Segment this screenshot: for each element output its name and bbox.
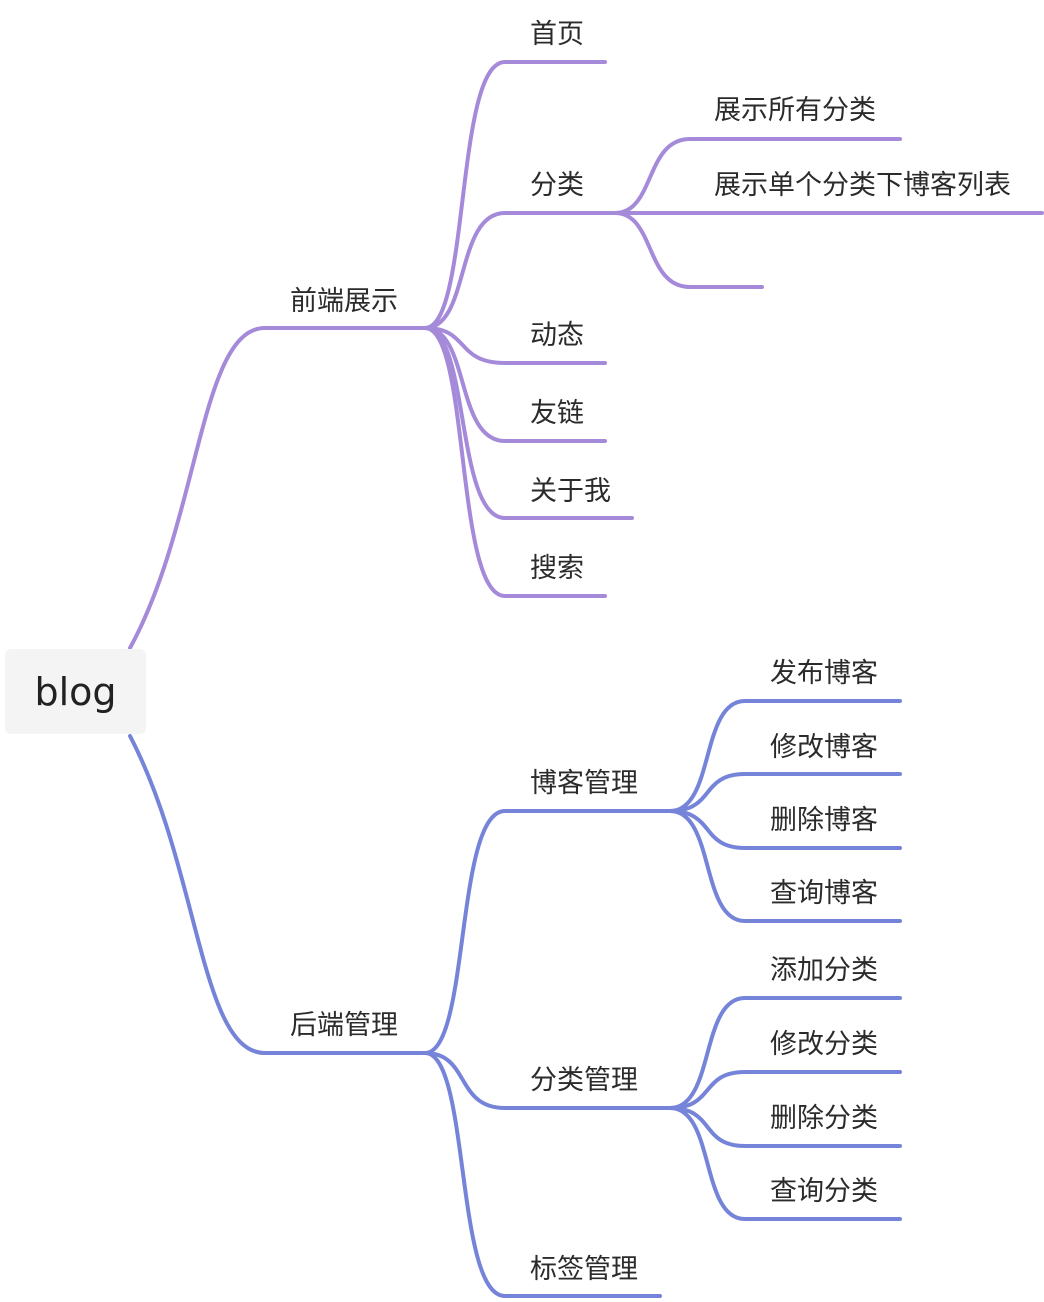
connector-publish-blog — [668, 699, 902, 813]
connector-show-all-categories — [613, 137, 902, 215]
connector-search — [423, 326, 607, 598]
connector-root-backend — [128, 734, 427, 1055]
node-category-mgmt[interactable]: 分类管理 — [530, 1065, 638, 1096]
node-tag-mgmt[interactable]: 标签管理 — [530, 1254, 638, 1285]
node-edit-category[interactable]: 修改分类 — [770, 1029, 878, 1060]
node-query-category[interactable]: 查询分类 — [770, 1176, 878, 1207]
node-add-category[interactable]: 添加分类 — [770, 955, 878, 986]
node-frontend[interactable]: 前端展示 — [290, 286, 398, 317]
connector-home — [423, 60, 607, 330]
node-search[interactable]: 搜索 — [530, 553, 584, 584]
connector-add-category — [668, 996, 902, 1110]
connector-query-category — [668, 1106, 902, 1221]
node-delete-category[interactable]: 删除分类 — [770, 1103, 878, 1134]
node-edit-blog[interactable]: 修改博客 — [770, 732, 878, 763]
connector-dynamic — [423, 326, 607, 365]
connector-delete-category — [668, 1106, 902, 1148]
node-category[interactable]: 分类 — [530, 170, 584, 201]
node-dynamic[interactable]: 动态 — [530, 320, 584, 351]
connector-empty-node — [613, 211, 764, 289]
node-show-single-category[interactable]: 展示单个分类下博客列表 — [714, 170, 1011, 201]
connector-tag-mgmt — [423, 1051, 662, 1298]
node-friend-links[interactable]: 友链 — [530, 398, 584, 429]
node-home[interactable]: 首页 — [530, 19, 584, 50]
node-blog-mgmt[interactable]: 博客管理 — [530, 768, 638, 799]
node-backend[interactable]: 后端管理 — [290, 1010, 398, 1041]
node-about-me[interactable]: 关于我 — [530, 476, 611, 507]
node-query-blog[interactable]: 查询博客 — [770, 878, 878, 909]
root-node-label: blog — [34, 669, 117, 714]
connector-friend-links — [423, 326, 607, 443]
connector-category-mgmt — [423, 1051, 672, 1110]
connector-edit-category — [668, 1070, 902, 1110]
root-node[interactable]: blog — [5, 649, 146, 734]
node-show-all-categories[interactable]: 展示所有分类 — [714, 95, 876, 126]
node-delete-blog[interactable]: 删除博客 — [770, 805, 878, 836]
connector-blog-mgmt — [423, 809, 672, 1055]
connector-category — [423, 211, 617, 330]
connector-edit-blog — [668, 772, 902, 813]
node-publish-blog[interactable]: 发布博客 — [770, 658, 878, 689]
connector-delete-blog — [668, 809, 902, 850]
connector-root-frontend — [128, 326, 427, 650]
connector-query-blog — [668, 809, 902, 923]
